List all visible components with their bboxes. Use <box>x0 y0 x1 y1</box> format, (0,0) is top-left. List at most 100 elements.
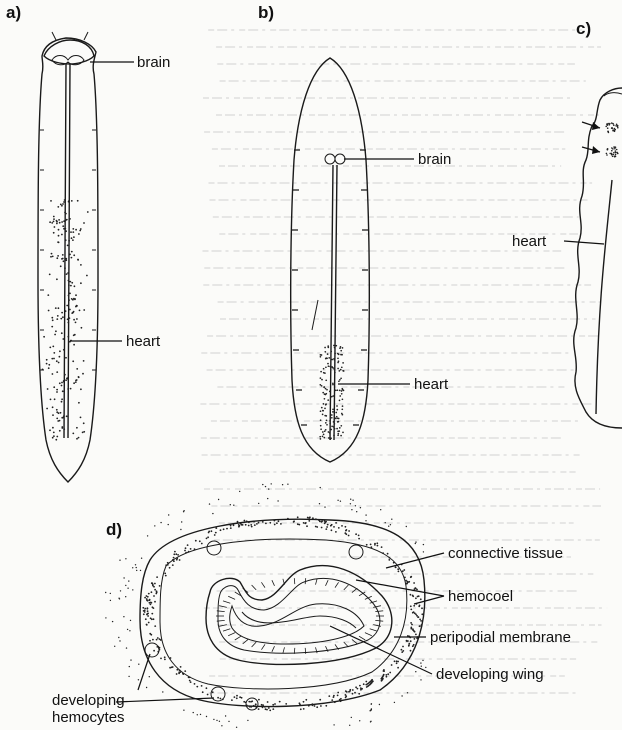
stipple-dot <box>376 542 378 544</box>
stipple-dot <box>157 637 159 639</box>
peripodial-membrane-outer <box>206 566 392 665</box>
panel-a-label: a) <box>6 3 21 22</box>
stipple-dot <box>64 267 66 269</box>
stipple-dot <box>114 646 115 647</box>
stipple-dot <box>165 564 167 566</box>
stipple-dot <box>395 566 397 568</box>
stipple-dot <box>57 255 59 257</box>
stipple-dot <box>413 582 415 584</box>
stipple-dot <box>333 345 335 347</box>
stipple-dot <box>356 511 357 512</box>
stipple-dot <box>56 409 58 411</box>
stipple-dot <box>320 377 322 379</box>
hatch-line <box>223 601 230 603</box>
stipple-dot <box>147 613 149 615</box>
stipple-dot <box>47 388 49 390</box>
stipple-dot <box>146 595 148 597</box>
stipple-dot <box>68 284 70 286</box>
stipple-dot <box>233 505 234 506</box>
stipple-dot <box>410 622 412 624</box>
stipple-dot <box>65 258 67 260</box>
stipple-dot <box>413 605 415 607</box>
stipple-dot <box>72 433 74 435</box>
stipple-dot <box>385 522 386 523</box>
stipple-dot <box>51 253 53 255</box>
stipple-dot <box>611 127 613 129</box>
stipple-dot <box>61 385 63 387</box>
stipple-dot <box>388 559 390 561</box>
stipple-dot <box>335 418 337 420</box>
stipple-dot <box>397 667 399 669</box>
stipple-dot <box>53 435 55 437</box>
stipple-dot <box>256 523 258 525</box>
stipple-dot <box>140 570 141 571</box>
stipple-dot <box>320 705 322 707</box>
stipple-dot <box>335 522 337 524</box>
stipple-dot <box>337 692 339 694</box>
stipple-dot <box>609 123 611 125</box>
stipple-dot <box>145 618 147 620</box>
stipple-dot <box>315 518 317 520</box>
stipple-dot <box>415 634 417 636</box>
stipple-dot <box>77 200 79 202</box>
stipple-dot <box>86 275 88 277</box>
stipple-dot <box>61 332 63 334</box>
stipple-dot <box>156 590 158 592</box>
stipple-dot <box>352 689 354 691</box>
stipple-dot <box>59 222 61 224</box>
stipple-dot <box>370 544 372 546</box>
stipple-dot <box>250 524 252 526</box>
stipple-dot <box>331 396 333 398</box>
stipple-dot <box>76 438 78 440</box>
stipple-dot <box>65 230 67 232</box>
stipple-dot <box>387 553 389 555</box>
hatch-line <box>344 642 349 647</box>
panel-a: a) brain heart <box>6 3 170 482</box>
stipple-dot <box>79 310 81 312</box>
stipple-dot <box>54 226 56 228</box>
stipple-dot <box>304 523 306 525</box>
stipple-dot <box>606 153 608 155</box>
stipple-dot <box>64 374 66 376</box>
stipple-dot <box>293 520 295 522</box>
stipple-dot <box>67 336 69 338</box>
stipple-dot <box>215 527 217 529</box>
stipple-dot <box>56 223 58 225</box>
stipple-dot <box>345 530 347 532</box>
stipple-dot <box>50 399 52 401</box>
stipple-dot <box>267 498 268 499</box>
leader-d-hemocytes-1 <box>138 654 150 690</box>
stipple-dot <box>258 522 260 524</box>
stipple-dot <box>348 691 350 693</box>
stipple-dot <box>193 712 194 713</box>
stipple-dot <box>52 346 54 348</box>
hatch-line <box>252 585 257 590</box>
stipple-dot <box>123 577 124 578</box>
stipple-dot <box>67 388 69 390</box>
stipple-dot <box>258 699 260 701</box>
stipple-dot <box>69 293 71 295</box>
stipple-dot <box>74 285 76 287</box>
stipple-dot <box>46 359 48 361</box>
stipple-dot <box>58 219 60 221</box>
stipple-dot <box>167 562 169 564</box>
stipple-dot <box>213 719 214 720</box>
heart-c-vessel <box>596 180 612 414</box>
stipple-dot <box>605 126 607 128</box>
stipple-dot <box>146 598 148 600</box>
stipple-dot <box>351 509 352 510</box>
stipple-dot <box>416 615 418 617</box>
stipple-dot <box>327 399 329 401</box>
stipple-dot <box>358 535 360 537</box>
stipple-dot <box>390 524 391 525</box>
stipple-dot <box>420 662 421 663</box>
hatch-line <box>219 606 227 608</box>
stipple-dot <box>345 695 347 697</box>
stipple-dot <box>66 415 68 417</box>
stipple-dot <box>237 521 239 523</box>
stipple-dot <box>371 682 373 684</box>
stipple-dot <box>335 389 337 391</box>
stipple-dot <box>136 570 137 571</box>
stipple-dot <box>247 720 248 721</box>
